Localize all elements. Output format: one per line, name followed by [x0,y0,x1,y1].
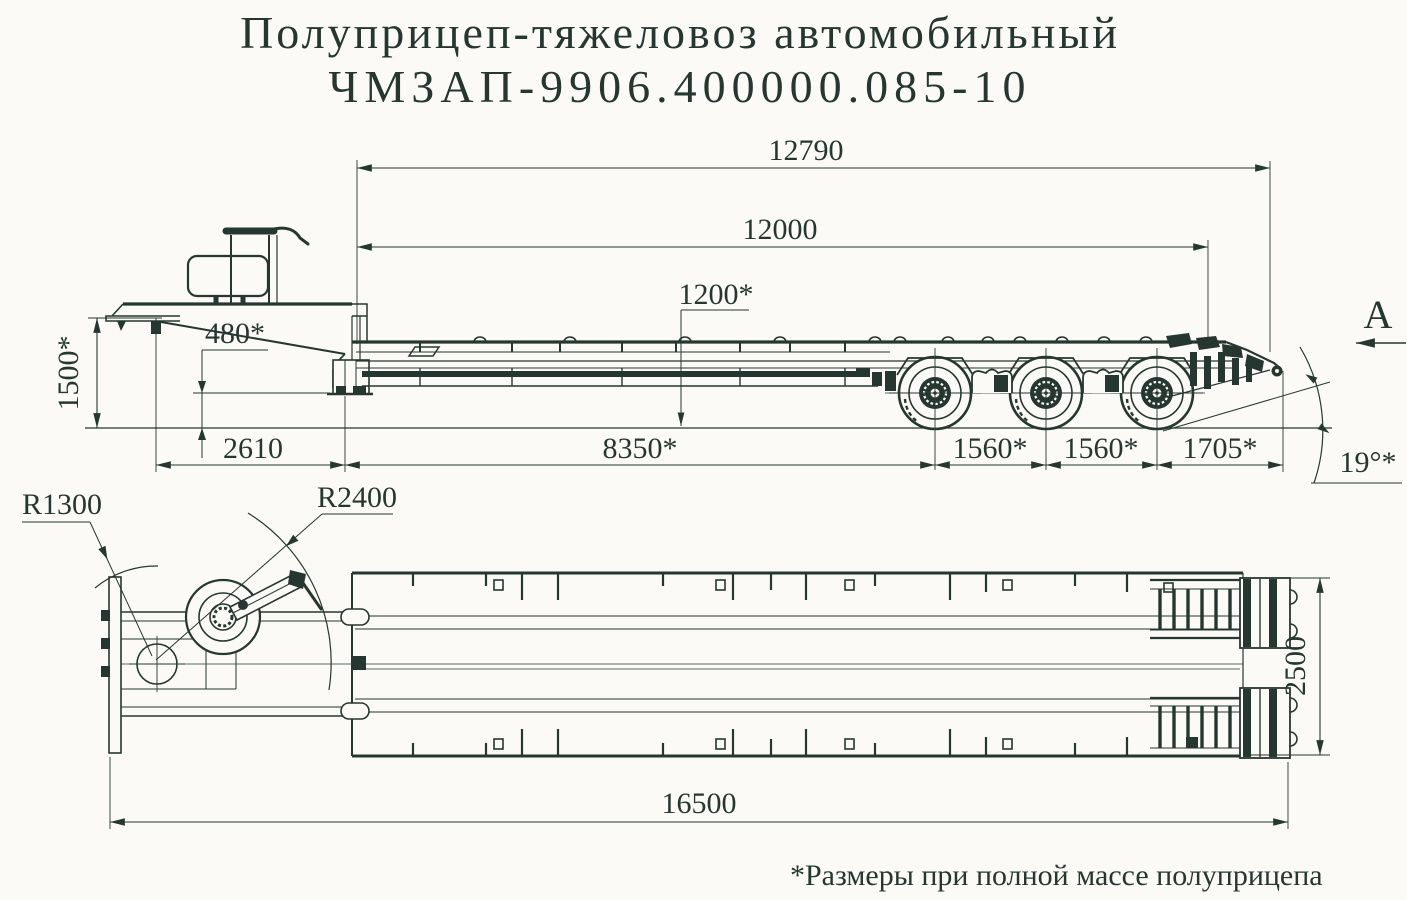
rear-ramp-side [1166,333,1283,398]
footnote: *Размеры при полной массе полуприцепа [790,859,1323,892]
rear-ramps-top [1150,577,1298,759]
fenders [896,357,1196,376]
dim-front-height-label: 1500* [52,336,85,411]
drawing-title-line1: Полуприцеп-тяжеловоз автомобильный [240,7,1120,58]
turning-radius-annotations: R1300 R2400 [22,481,397,691]
dim-platform-to-first-axle-label: 8350* [603,432,678,465]
radius-outer-label: R2400 [317,481,397,514]
drawing-title-line2: ЧМЗАП-9906.400000.085-10 [329,61,1032,112]
gooseneck-side [105,226,373,396]
top-view: R1300 R2400 [22,481,1330,829]
radius-inner-label: R1300 [22,488,102,521]
spare-wheel-top [184,578,262,656]
stake-ticks-top [411,574,1129,600]
dim-axle-spacing-1-label: 1560* [953,432,1028,465]
departure-angle: 19°* [1162,346,1402,484]
dim-platform-length-label: 12000 [743,213,818,246]
dim-coupling-clearance-label: 480* [205,317,265,350]
bogie-wheels [885,348,1203,470]
dim-overall-upper-label: 12790 [769,134,844,167]
crank-handle [272,226,310,246]
dim-overall-length-label: 16500 [662,787,737,820]
view-a: A [1356,292,1406,348]
gooseneck-tank [186,254,270,298]
dim-load-height-label: 1200* [679,278,754,311]
wheel-1 [889,348,981,470]
suspension-brackets [885,368,1124,393]
view-a-label: A [1364,292,1393,337]
hook-slot [407,346,441,357]
dim-last-axle-to-rear-label: 1705* [1183,432,1258,465]
wheel-3 [1111,348,1203,470]
gooseneck-top [101,570,1243,754]
dim-axle-spacing-2-label: 1560* [1064,432,1139,465]
top-view-dimensions: 2500 16500 [109,577,1330,829]
platform-top [340,571,1244,758]
ramp-lower [1150,687,1298,759]
dim-kingpin-to-platform-label: 2610 [223,432,283,465]
side-view-dimensions: 12790 12000 1200* 1500* 480* 2610 8350* … [52,134,1284,472]
side-view: 19°* A 12790 12000 [52,134,1406,484]
deck-holes [493,579,1013,750]
ramp-angle-label: 19°* [1340,446,1397,479]
ramp-upper [1150,577,1298,649]
winch-arm [228,570,323,622]
dim-overall-width-label: 2500 [1279,636,1312,696]
stake-ticks-bottom [411,729,1129,755]
kingpin [129,636,185,692]
